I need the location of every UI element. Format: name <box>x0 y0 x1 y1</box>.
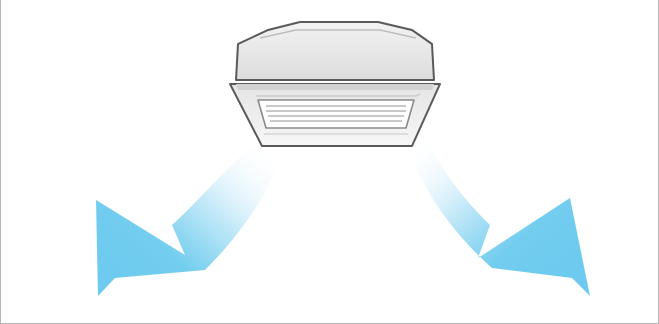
airflow-left-arrow <box>96 140 284 296</box>
cassette-body <box>235 21 435 81</box>
airflow-right-arrow <box>408 140 590 296</box>
cassette-body-bevel <box>259 29 417 39</box>
cassette-panel-rim <box>236 84 434 90</box>
cassette-grille <box>256 93 421 135</box>
